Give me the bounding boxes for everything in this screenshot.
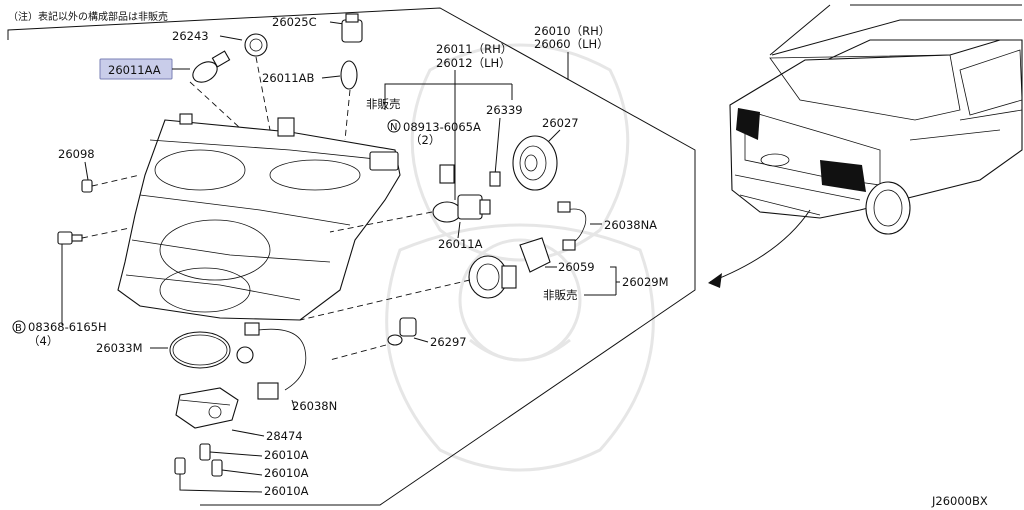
position-bulb-icon <box>387 317 417 346</box>
clip-icon <box>81 179 93 193</box>
label-not-sold-1: 非販売 <box>366 97 401 111</box>
label-26243[interactable]: 26243 <box>172 29 209 43</box>
harness-connector-icon <box>557 201 587 251</box>
label-26033M[interactable]: 26033M <box>96 341 143 355</box>
b-mark-text: B <box>15 323 22 334</box>
bolt-icon <box>57 231 83 245</box>
n-mark-icon <box>387 119 401 133</box>
clip-small-icon <box>439 164 501 187</box>
label-26011AA[interactable]: 26011AA <box>108 63 161 77</box>
assembly-frame <box>7 7 696 506</box>
pointer-arrowhead <box>708 273 722 288</box>
b-mark-icon <box>12 320 26 334</box>
label-26025C[interactable]: 26025C <box>272 15 317 29</box>
label-26339[interactable]: 26339 <box>486 103 523 117</box>
label-26011[interactable]: 26011（RH） <box>436 42 512 56</box>
screw-icons <box>174 443 223 477</box>
vehicle-illustration <box>729 4 1023 235</box>
label-26012[interactable]: 26012（LH） <box>436 56 511 70</box>
label-28474[interactable]: 28474 <box>266 429 303 443</box>
pointer-arrow <box>709 209 811 283</box>
label-26010A-2[interactable]: 26010A <box>264 466 309 480</box>
label-26010[interactable]: 26010（RH） <box>534 24 610 38</box>
label-26038N[interactable]: 26038N <box>292 399 337 413</box>
seal-plate <box>519 237 551 273</box>
headlamp-housing <box>117 113 401 321</box>
label-not-sold-2: 非販売 <box>543 288 578 302</box>
label-08913-6065A[interactable]: 08913-6065A <box>403 120 481 134</box>
label-26029M[interactable]: 26029M <box>622 275 669 289</box>
label-26297[interactable]: 26297 <box>430 335 467 349</box>
label-26059[interactable]: 26059 <box>558 260 595 274</box>
gasket-ring-icon <box>169 331 231 369</box>
label-26027[interactable]: 26027 <box>542 116 579 130</box>
ballast-harness-icon <box>236 322 307 400</box>
socket-icon <box>244 33 268 57</box>
label-26011A[interactable]: 26011A <box>438 237 483 251</box>
label-26038NA[interactable]: 26038NA <box>604 218 657 232</box>
label-26011AB[interactable]: 26011AB <box>262 71 314 85</box>
dust-cap-icon <box>512 135 558 191</box>
label-26010A-3[interactable]: 26010A <box>264 484 309 498</box>
side-bulb-icon <box>340 60 358 90</box>
label-26010A-1[interactable]: 26010A <box>264 448 309 462</box>
note-text: （注）表記以外の構成部品は非販売 <box>8 10 168 23</box>
headlamp-bulb-icon <box>432 194 491 223</box>
label-26098[interactable]: 26098 <box>58 147 95 161</box>
watermark-emblem <box>385 43 655 472</box>
retainer-ring-icon <box>468 255 517 299</box>
label-qty-4: （4） <box>28 334 58 348</box>
label-qty-2: （2） <box>410 133 440 147</box>
side-socket-icon <box>341 13 363 43</box>
n-mark-text: N <box>390 122 397 133</box>
wedge-bulb-icon <box>192 50 231 83</box>
diagram-code: J26000BX <box>931 494 988 508</box>
ballast-unit-icon <box>175 387 239 429</box>
label-26060[interactable]: 26060（LH） <box>534 37 609 51</box>
label-08368-6165H[interactable]: 08368-6165H <box>28 320 107 334</box>
